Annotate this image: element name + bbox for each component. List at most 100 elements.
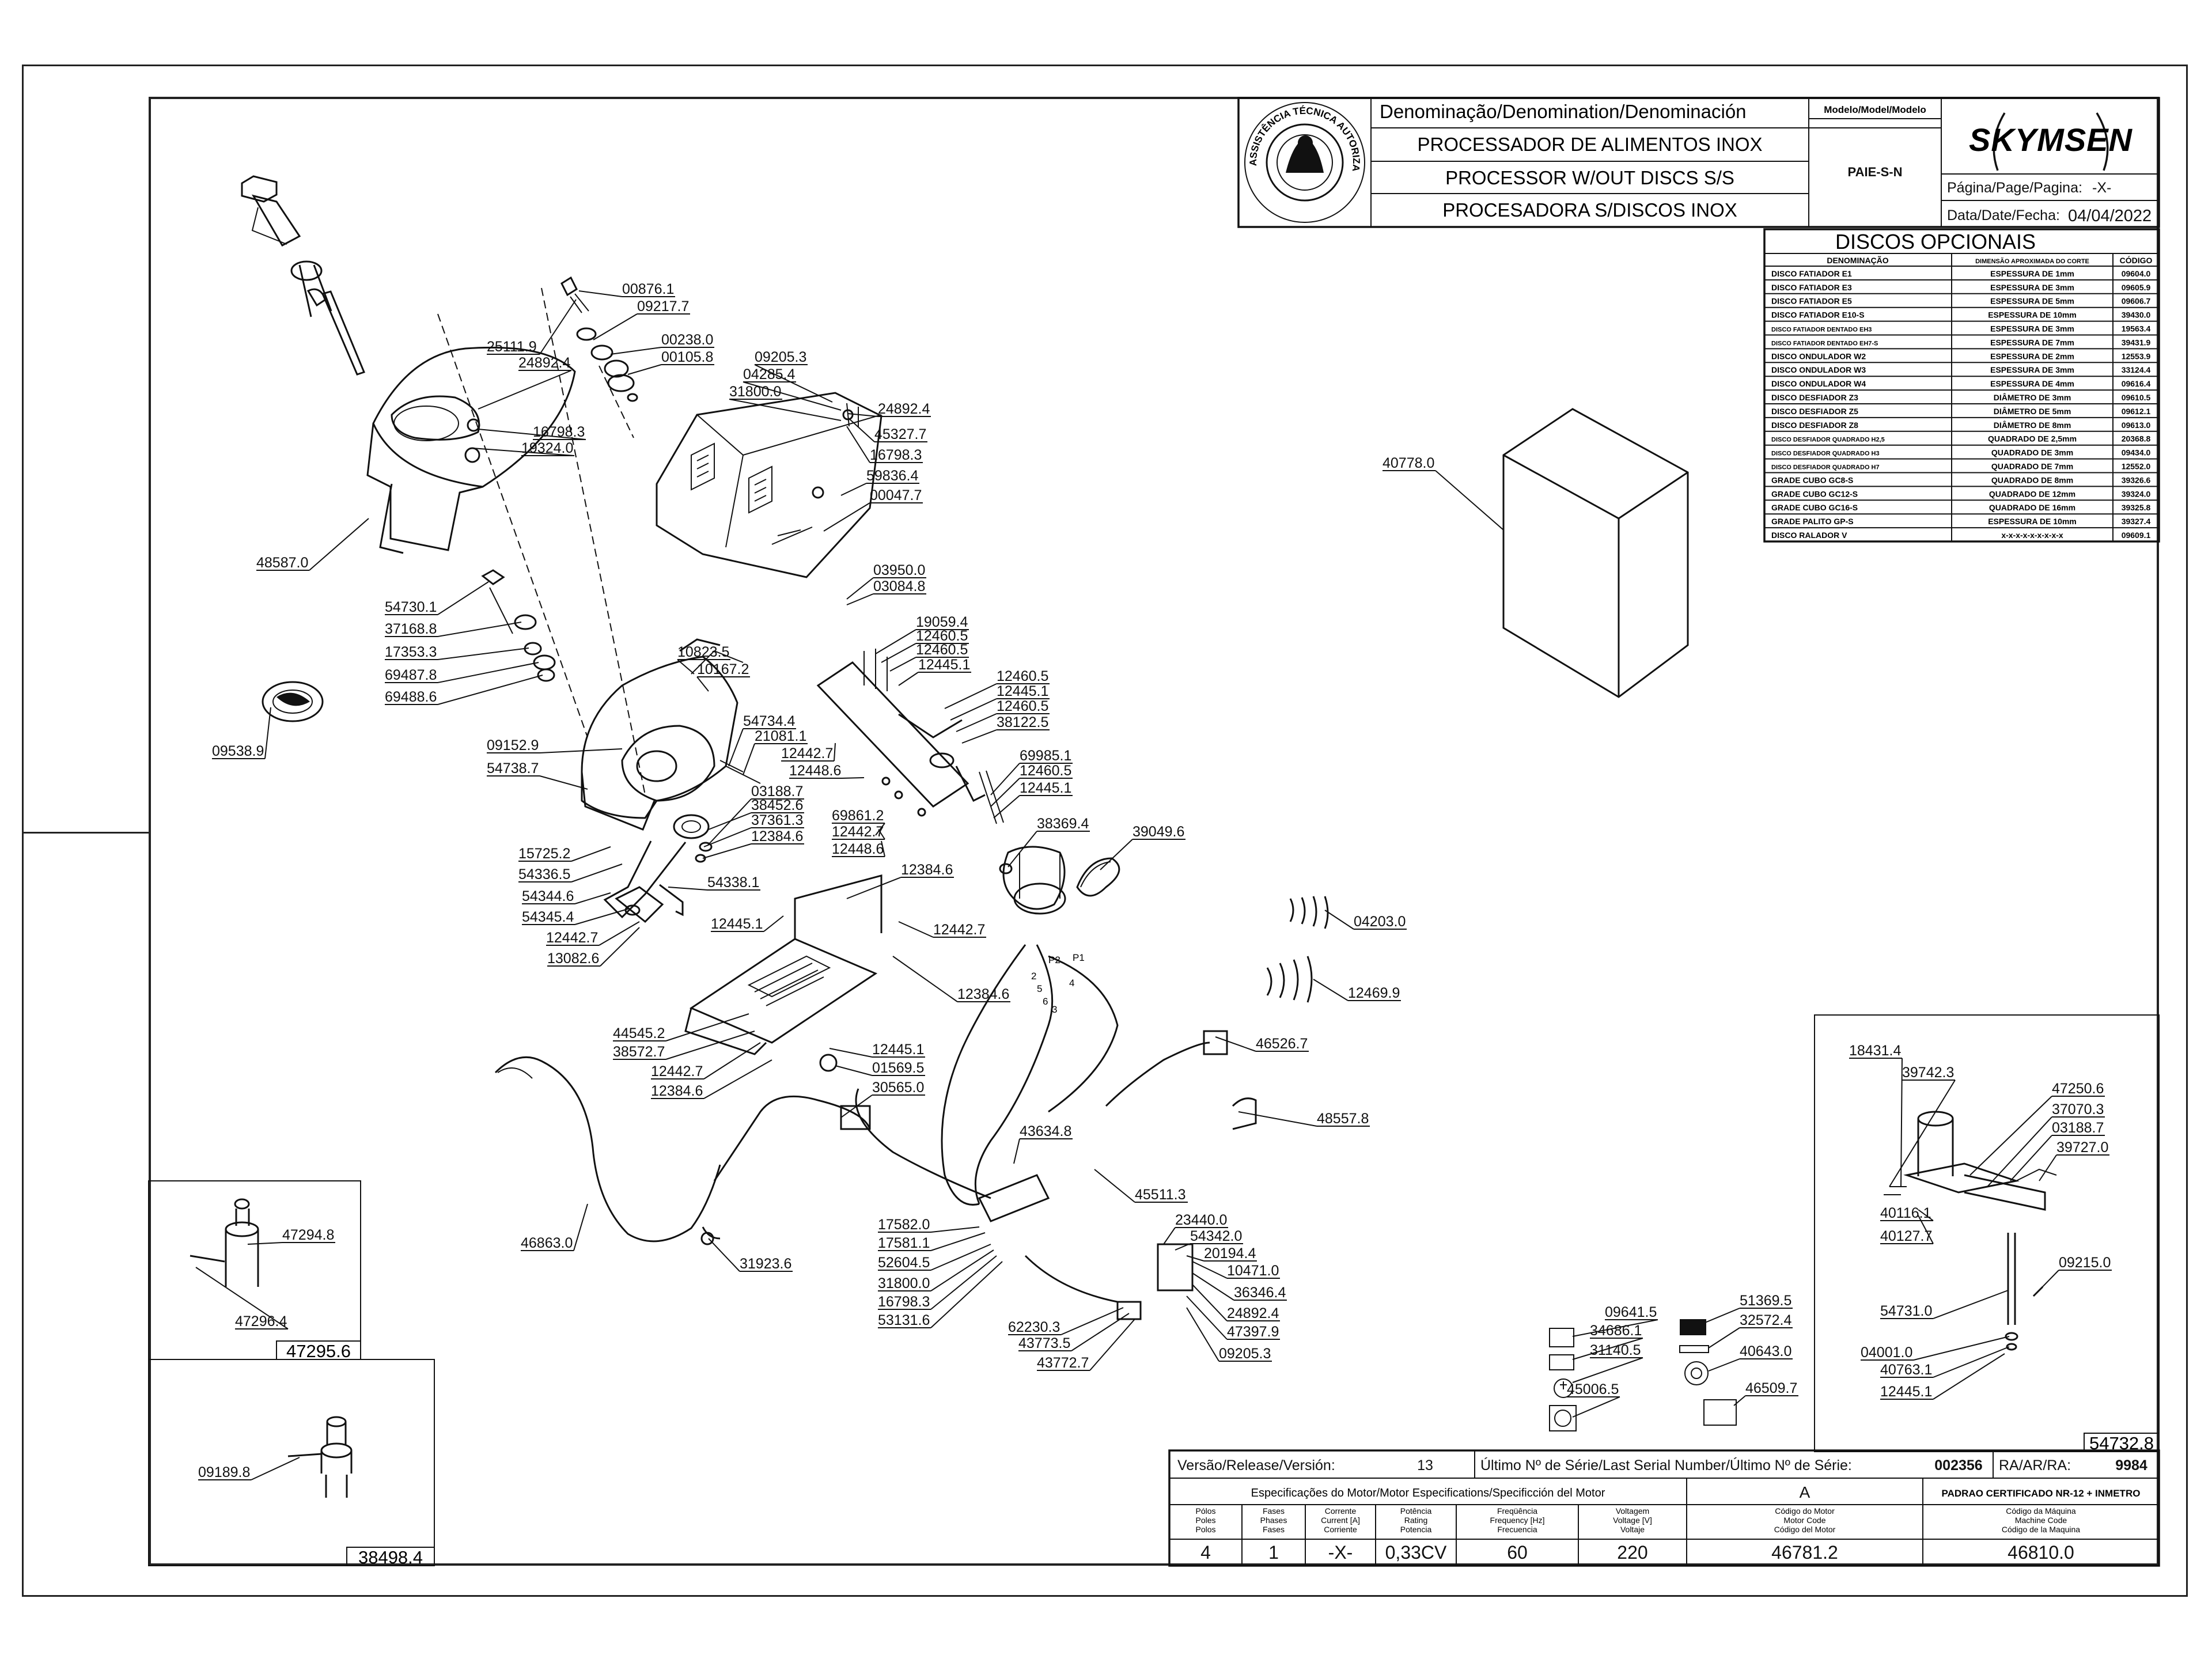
part-label: 04203.0 — [1354, 914, 1406, 930]
part-label: 39742.3 — [1902, 1065, 1954, 1081]
leader-line — [610, 347, 662, 355]
part-label: 12460.5 — [997, 698, 1048, 714]
disc-name: GRADE CUBO GC16-S — [1771, 503, 1858, 512]
spec-header-line: Rating — [1404, 1516, 1427, 1525]
leader-line — [1238, 1111, 1317, 1127]
disc-name: DISCO DESFIADOR QUADRADO H7 — [1771, 464, 1880, 471]
drawing-outer-border — [22, 65, 2188, 1597]
part-label: 12460.5 — [997, 668, 1048, 684]
part-label: 32572.4 — [1740, 1312, 1791, 1328]
part-label: 36346.4 — [1234, 1285, 1286, 1301]
part-label: 01569.5 — [872, 1060, 924, 1076]
leader-line — [990, 778, 1020, 807]
spec-header-line: Código do Motor — [1775, 1506, 1835, 1516]
part-label: 46509.7 — [1745, 1380, 1797, 1396]
disc-code: 39325.8 — [2122, 503, 2151, 512]
leader-line — [539, 299, 577, 355]
part-label: 21081.1 — [755, 728, 806, 744]
ra-label: RA/AR/RA: — [1999, 1457, 2071, 1474]
leader-line — [763, 915, 784, 932]
disc-code: 39431.9 — [2122, 338, 2151, 347]
leader-line — [1733, 1395, 1746, 1406]
spec-header-line: Frequency [Hz] — [1490, 1516, 1545, 1525]
leader-line — [2033, 1270, 2059, 1297]
part-label: 10471.0 — [1227, 1263, 1279, 1279]
leader-line — [1186, 1307, 1219, 1362]
disc-code: 12552.0 — [2122, 462, 2151, 471]
terminal-label: 2 — [1031, 971, 1036, 982]
leader-line — [930, 1226, 980, 1233]
part-label: 37361.3 — [751, 812, 803, 828]
part-label: 09538.9 — [212, 743, 264, 759]
kit-code-left-2: 38498.4 — [358, 1547, 423, 1567]
spec-header-line: Código de la Maquina — [2002, 1525, 2080, 1534]
leader-line — [881, 643, 916, 663]
spec-header-line: Corrente — [1325, 1506, 1357, 1516]
leader-line — [1933, 1290, 2009, 1319]
part-label: 25111.9 — [487, 339, 537, 355]
title-block: ASSISTÊNCIA TÉCNICA AUTORIZADA Denominaç… — [0, 0, 2160, 228]
certification-standard: PADRAO CERTIFICADO NR-12 + INMETRO — [1942, 1488, 2141, 1499]
disc-name: DISCO DESFIADOR Z3 — [1771, 393, 1858, 402]
terminal-label: 3 — [1052, 1004, 1057, 1015]
leader-line — [875, 823, 885, 836]
part-label: 54730.1 — [385, 599, 437, 615]
leader-line — [990, 763, 1020, 796]
spec-header-line: Fases — [1263, 1506, 1285, 1516]
disc-dimension: ESPESSURA DE 3mm — [1990, 283, 2074, 292]
part-label: 47250.6 — [2052, 1081, 2104, 1097]
leader-line — [478, 429, 586, 440]
part-label: 12384.6 — [651, 1083, 703, 1099]
brand-logo-text: SKYMSEN — [1969, 122, 2133, 158]
leader-line — [1324, 910, 1354, 930]
part-label: 54345.4 — [522, 909, 574, 925]
leader-line — [437, 581, 489, 615]
part-label: 00105.8 — [661, 349, 713, 365]
disc-dimension: ESPESSURA DE 1mm — [1990, 269, 2074, 278]
part-label: 13082.6 — [547, 950, 599, 967]
motor-spec-label: Especificações do Motor/Motor Especifica… — [1251, 1487, 1605, 1499]
leader-line — [264, 707, 271, 759]
disc-code: 09609.1 — [2122, 531, 2151, 540]
leader-line — [898, 921, 934, 938]
part-label: 43773.5 — [1018, 1335, 1070, 1351]
leader-line — [1013, 1138, 1020, 1164]
spec-value: 46781.2 — [1771, 1542, 1838, 1563]
letter-code: A — [1800, 1483, 1810, 1501]
product-name-pt: PROCESSADOR DE ALIMENTOS INOX — [1417, 134, 1762, 155]
part-label: 09205.3 — [755, 349, 806, 365]
leader-line — [930, 1244, 991, 1271]
leader-line — [437, 662, 539, 683]
part-label: 03084.8 — [873, 578, 925, 594]
leader-line — [708, 1238, 740, 1272]
optional-discs-table: DISCOS OPCIONAIS DENOMINAÇÃO DIMENSÃO AP… — [1763, 228, 2160, 543]
leader-line — [2010, 1135, 2052, 1181]
part-label: 12445.1 — [918, 657, 970, 673]
part-label: 00047.7 — [870, 487, 922, 503]
terminal-label: 6 — [1043, 996, 1048, 1007]
leader-line — [835, 1065, 873, 1076]
leader-line — [539, 775, 588, 790]
leader-line — [840, 1094, 873, 1118]
motor-spec-block: Versão/Release/Versión: 13 Último Nº de … — [1168, 1449, 2160, 1567]
part-label: 09217.7 — [637, 298, 689, 315]
spec-header-line: Frecuencia — [1497, 1525, 1537, 1534]
disc-col-dimension: DIMENSÃO APROXIMADA DO CORTE — [1975, 257, 2089, 265]
leader-line — [1708, 1327, 1740, 1349]
part-label: 38369.4 — [1037, 816, 1089, 832]
spec-header-line: Current [A] — [1321, 1516, 1360, 1525]
leader-line — [703, 1042, 761, 1080]
part-label: 24892.4 — [1227, 1305, 1279, 1321]
drawing-inner-border — [149, 97, 2159, 1566]
leader-line — [1572, 1338, 1643, 1360]
part-label: 12469.9 — [1348, 985, 1400, 1001]
disc-dimension: QUADRADO DE 7mm — [1991, 462, 2073, 471]
inset-kit-right: 54732.8 — [1814, 1014, 2160, 1453]
leader-line — [847, 417, 875, 442]
part-label: 16798.3 — [870, 447, 922, 463]
disc-dimension: ESPESSURA DE 4mm — [1990, 379, 2074, 388]
leader-line — [703, 1059, 772, 1099]
leader-line — [1933, 1353, 2005, 1400]
